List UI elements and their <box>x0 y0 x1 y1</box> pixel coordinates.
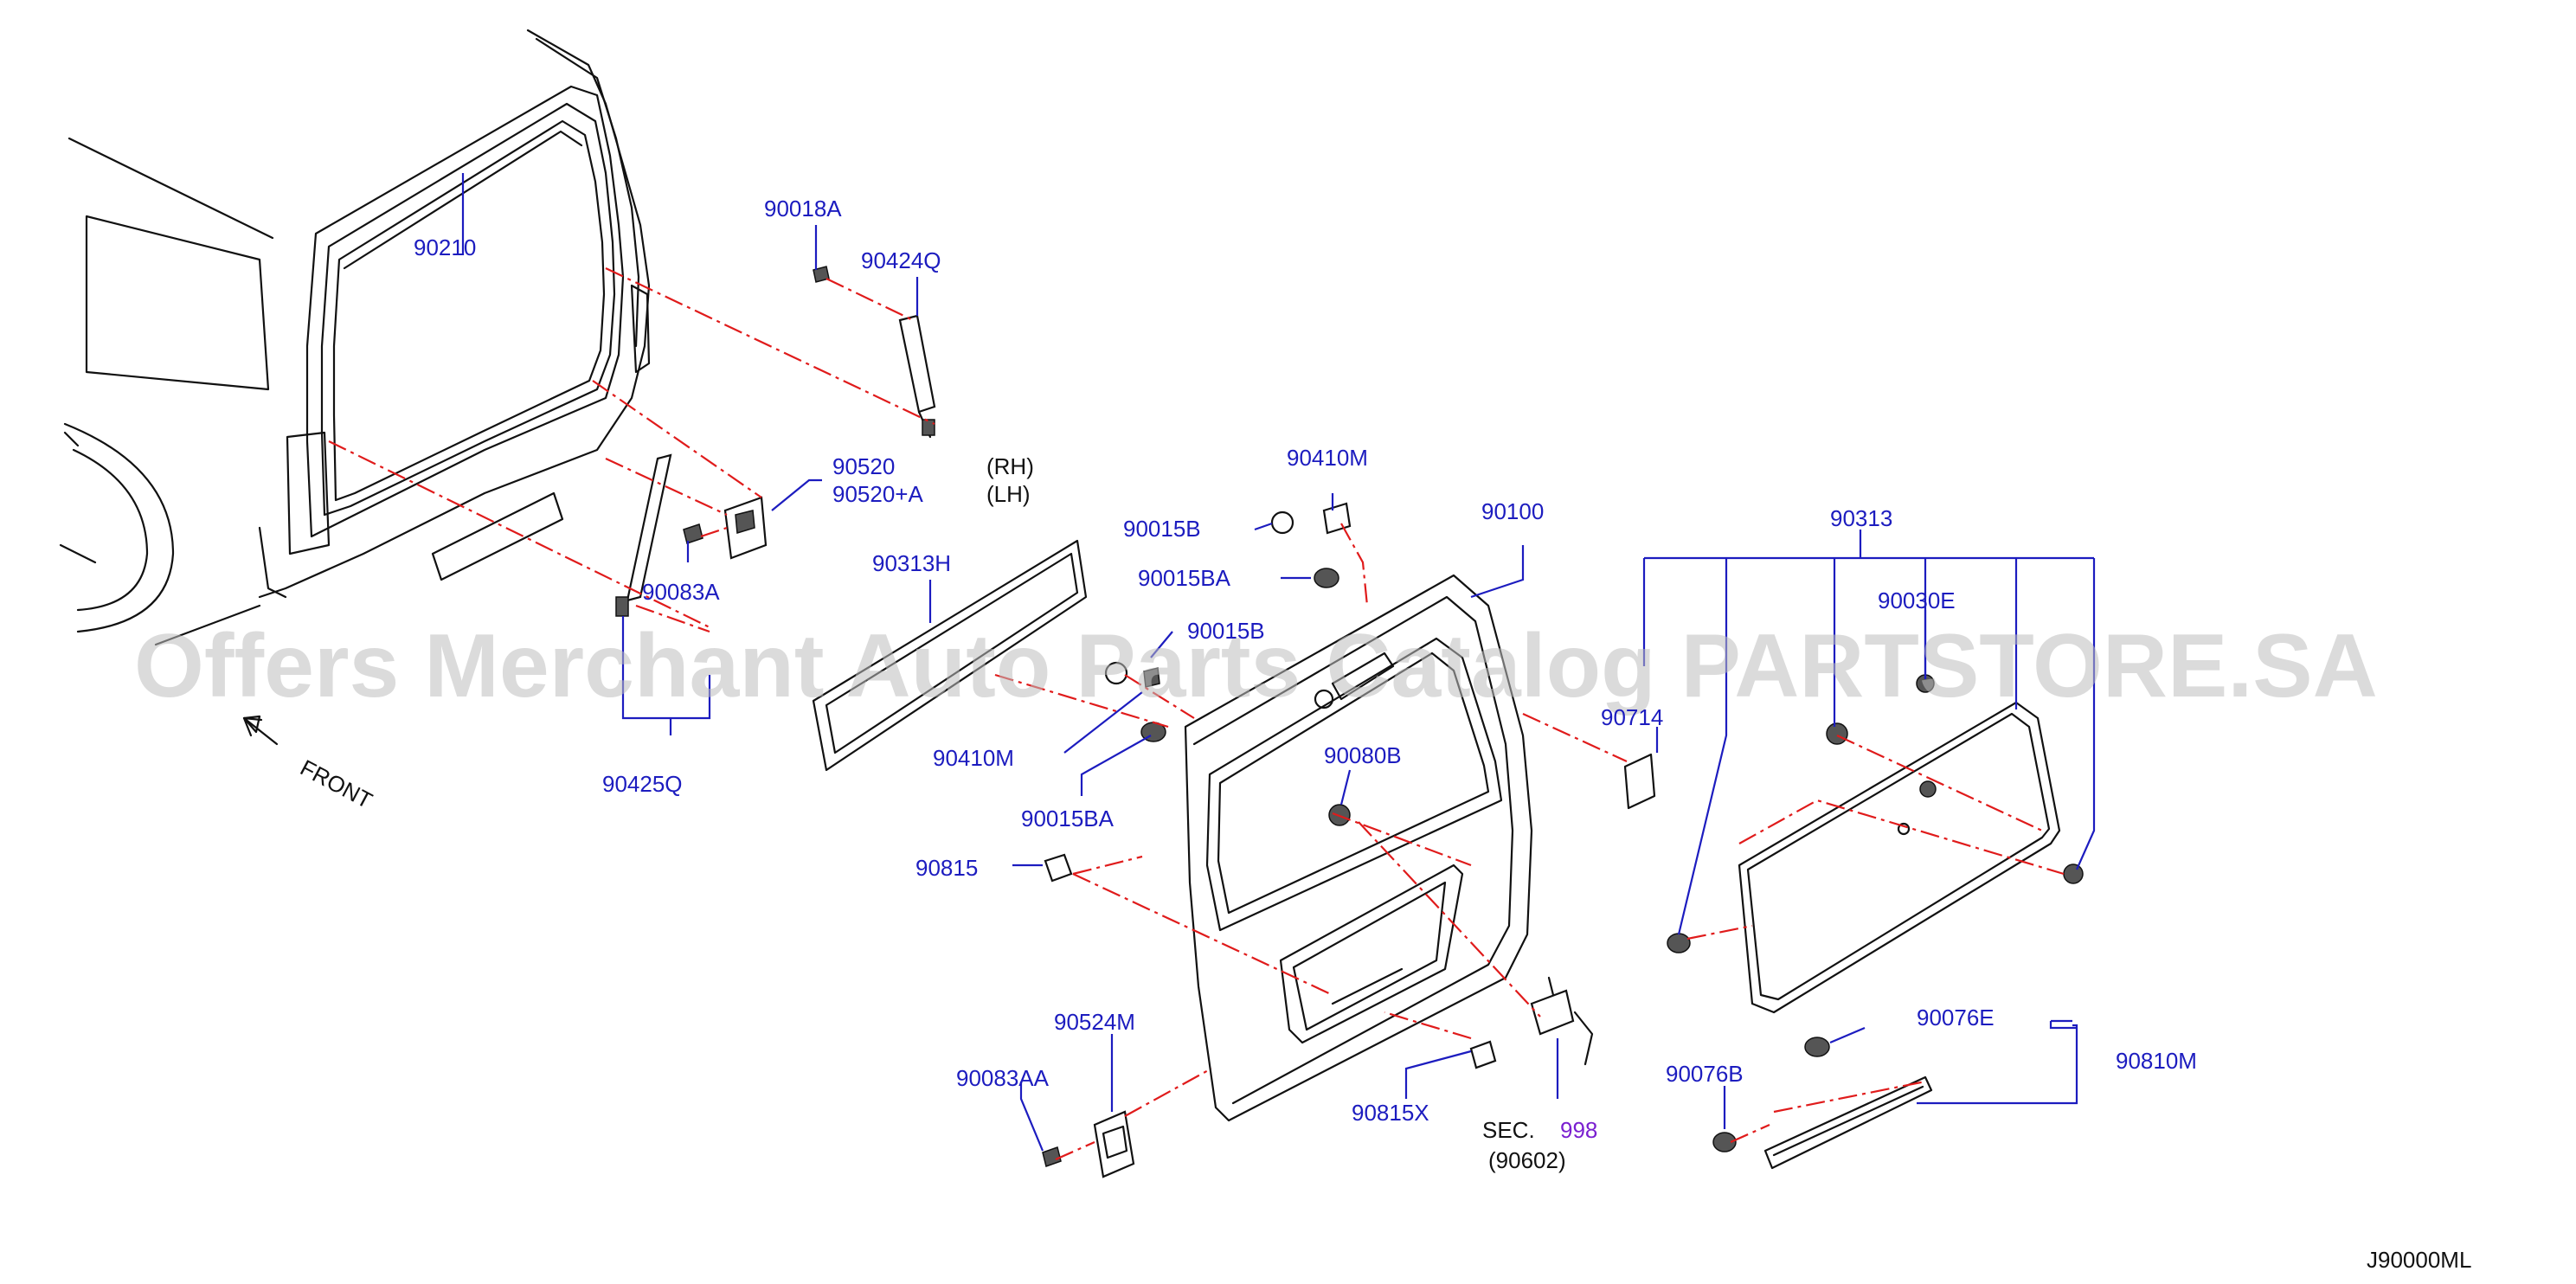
label-90815[interactable]: 90815 <box>915 855 978 881</box>
label-90714[interactable]: 90714 <box>1601 704 1663 730</box>
label-90810M[interactable]: 90810M <box>2116 1048 2197 1074</box>
nut-90015BA-top <box>1314 568 1339 588</box>
back-glass <box>1738 701 2061 1014</box>
front-arrow: FRONT <box>242 715 376 814</box>
bolt-90083AA <box>1042 1146 1062 1167</box>
diagram-id: J90000ML <box>2367 1247 2471 1273</box>
bolt-90018A <box>813 266 830 283</box>
label-90410M-top[interactable]: 90410M <box>1287 445 1368 471</box>
label-90083AA[interactable]: 90083AA <box>956 1065 1050 1091</box>
label-90015B-top[interactable]: 90015B <box>1123 516 1201 542</box>
label-90410M-mid[interactable]: 90410M <box>933 745 1014 771</box>
clip-90015B-top <box>1270 510 1294 535</box>
label-90520[interactable]: 90520 <box>832 453 895 479</box>
label-sec-ref: (90602) <box>1488 1147 1566 1173</box>
hinge-90520 <box>723 496 768 560</box>
label-90524M[interactable]: 90524M <box>1054 1009 1135 1035</box>
label-90313H[interactable]: 90313H <box>872 550 951 576</box>
label-90018A[interactable]: 90018A <box>764 196 842 221</box>
label-90815X[interactable]: 90815X <box>1352 1100 1429 1126</box>
gas-strut-upper <box>898 314 936 439</box>
weatherstrip-outline <box>343 130 583 270</box>
clip-90410M-mid <box>1143 667 1160 688</box>
back-door-panel <box>1184 574 1533 1122</box>
label-90030E[interactable]: 90030E <box>1878 587 1956 613</box>
clip-90410M-top <box>1322 502 1352 535</box>
front-label: FRONT <box>296 754 376 814</box>
license-lamp-90815X <box>1469 1040 1497 1069</box>
label-90076B[interactable]: 90076B <box>1666 1061 1744 1087</box>
label-90424Q[interactable]: 90424Q <box>861 247 941 273</box>
label-sec: SEC. <box>1482 1117 1535 1143</box>
label-sec-number[interactable]: 998 <box>1560 1117 1597 1143</box>
trim-panel-90313H <box>812 539 1088 772</box>
label-90015BA-top[interactable]: 90015BA <box>1138 565 1231 591</box>
watermark: Offers Merchant Auto Parts Catalog PARTS… <box>134 616 2378 716</box>
label-90210[interactable]: 90210 <box>414 234 476 260</box>
part-labels: 90210 90018A 90424Q 90520 90520+A (RH) (… <box>414 196 2471 1273</box>
label-90313[interactable]: 90313 <box>1830 505 1892 531</box>
glass-clips <box>1667 674 2084 953</box>
bumper-90815 <box>1044 853 1073 883</box>
label-90015B-mid[interactable]: 90015B <box>1187 618 1265 644</box>
sticker-90714 <box>1623 753 1656 810</box>
finisher-clips <box>1712 1037 1830 1152</box>
label-90520A[interactable]: 90520+A <box>832 481 923 507</box>
bolt-90083A <box>683 523 703 544</box>
label-90083A[interactable]: 90083A <box>642 579 720 605</box>
lock-assembly <box>1530 976 1594 1066</box>
label-rh: (RH) <box>986 453 1034 479</box>
label-lh: (LH) <box>986 481 1031 507</box>
label-90076E[interactable]: 90076E <box>1917 1005 1995 1030</box>
finisher-90810M <box>1763 1075 1933 1170</box>
latch-90524M <box>1093 1110 1135 1178</box>
gas-strut-lower <box>615 453 672 617</box>
label-90080B[interactable]: 90080B <box>1324 742 1402 768</box>
leader-lines <box>461 173 2096 1152</box>
label-90100[interactable]: 90100 <box>1481 498 1544 524</box>
label-90425Q[interactable]: 90425Q <box>602 771 683 797</box>
label-90015BA-mid[interactable]: 90015BA <box>1021 806 1115 831</box>
vehicle-body <box>59 29 651 646</box>
assembly-lines <box>328 267 2065 1161</box>
clip-90015B-mid <box>1104 661 1128 685</box>
